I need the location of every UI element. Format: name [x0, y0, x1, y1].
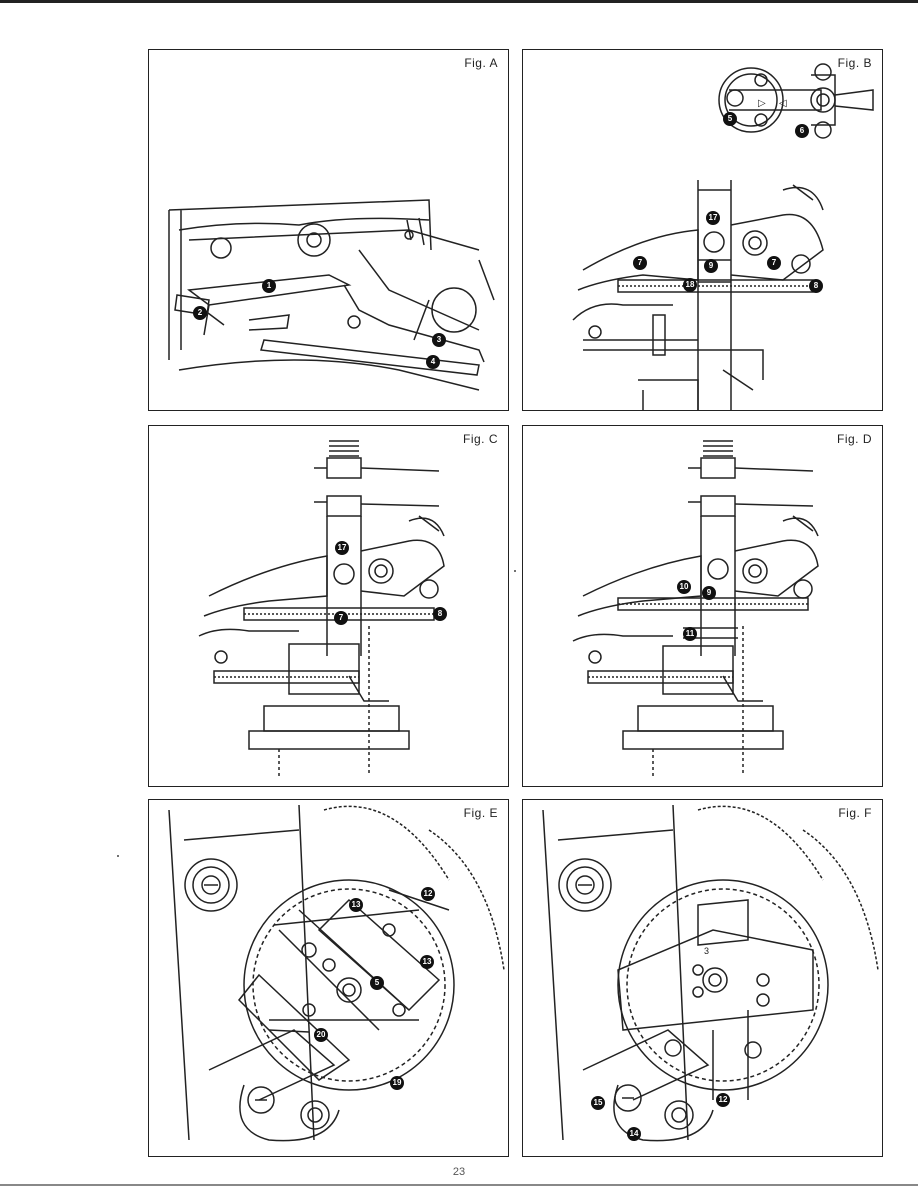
left-speck	[117, 855, 119, 857]
callout-9: 9	[704, 259, 718, 273]
callout-18: 18	[683, 278, 697, 292]
figure-e-label: Fig. E	[463, 806, 498, 820]
figure-d-panel: Fig. D	[522, 425, 883, 787]
callout-7: 7	[334, 611, 348, 625]
figure-f-drawing: 3	[542, 804, 879, 1142]
figure-f-panel: Fig. F	[522, 799, 883, 1157]
callout-6: 6	[795, 124, 809, 138]
callout-13-top: 13	[349, 898, 363, 912]
callout-8: 8	[809, 279, 823, 293]
callout-7-left: 7	[633, 256, 647, 270]
callout-20: 20	[314, 1028, 328, 1042]
arrow-left-glyph: ▷	[758, 98, 766, 109]
figure-d-label: Fig. D	[836, 432, 872, 446]
callout-9: 9	[702, 586, 716, 600]
figure-c-drawing	[198, 440, 445, 776]
callout-4: 4	[426, 355, 440, 369]
callout-10: 10	[677, 580, 691, 594]
callout-12: 12	[716, 1093, 730, 1107]
figure-e-drawing	[168, 804, 505, 1142]
callout-11: 11	[683, 627, 697, 641]
callout-12: 12	[421, 887, 435, 901]
center-speck	[514, 570, 516, 572]
figure-e-panel: Fig. E	[148, 799, 509, 1157]
callout-7-right: 7	[767, 256, 781, 270]
callout-2: 2	[193, 306, 207, 320]
top-rule	[0, 0, 918, 3]
callout-5: 5	[370, 976, 384, 990]
callout-5: 5	[723, 112, 737, 126]
figure-b-drawing: ▷ ◁	[572, 63, 874, 410]
callout-17: 17	[706, 211, 720, 225]
figure-a-label: Fig. A	[464, 56, 498, 70]
arrow-right-glyph: ◁	[779, 98, 787, 109]
figure-a-drawing	[168, 199, 495, 391]
figure-b-label: Fig. B	[837, 56, 872, 70]
mark-3: 3	[704, 946, 709, 956]
figure-b-panel: Fig. B	[522, 49, 883, 411]
callout-1: 1	[262, 279, 276, 293]
page-number: 23	[452, 1166, 466, 1178]
figure-f-label: Fig. F	[838, 806, 872, 820]
callout-15: 15	[591, 1096, 605, 1110]
callout-13-right: 13	[420, 955, 434, 969]
callout-3: 3	[432, 333, 446, 347]
bottom-rule	[0, 1184, 918, 1186]
callout-17: 17	[335, 541, 349, 555]
callout-19: 19	[390, 1076, 404, 1090]
figure-d-drawing	[572, 440, 819, 776]
figure-c-panel: Fig. C 17 7	[148, 425, 509, 787]
figure-c-label: Fig. C	[462, 432, 498, 446]
figure-a-panel: Fig. A 1 2 3 4	[148, 49, 509, 411]
callout-8: 8	[433, 607, 447, 621]
callout-14: 14	[627, 1127, 641, 1141]
